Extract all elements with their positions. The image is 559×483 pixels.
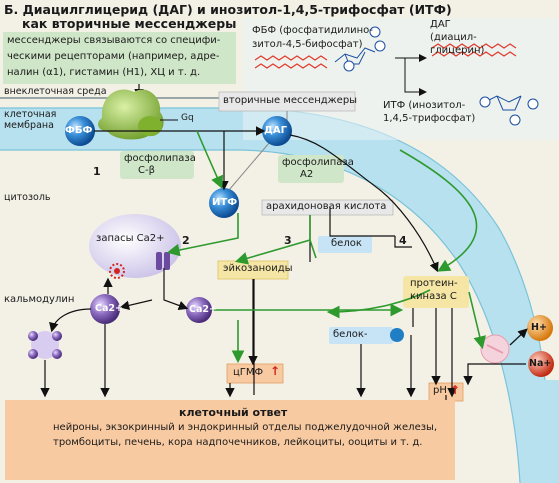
info-line2: ческими рецепторами (например, адре-: [7, 51, 220, 62]
gq-label: Gq: [181, 113, 194, 123]
ip3-label-1: ИТФ (инозитол-: [383, 100, 466, 111]
dag-label-1: ДАГ: [430, 19, 451, 30]
dag-label-2: (диацил-: [430, 32, 477, 43]
info-line3: налин (α1), гистамин (H1), ХЦ и т. д.: [7, 67, 201, 78]
step-number-3: 3: [284, 234, 292, 247]
protein-label: белок: [331, 238, 362, 249]
step-number-4: 4: [399, 234, 407, 247]
dag-label-3: глицерин): [430, 45, 485, 56]
title-line2: как вторичные мессенджеры: [22, 16, 237, 31]
pip2-label-2: зитол-4,5-бифосфат): [252, 39, 363, 50]
response-title: клеточный ответ: [179, 406, 288, 419]
ca-ball-1-label: Ca2+: [95, 303, 123, 314]
dag-ball-label: ДАГ: [264, 125, 288, 136]
plc-label-1: фосфолипаза: [124, 153, 196, 164]
pla2-label-2: А2: [300, 169, 314, 180]
cgmp-label: цГМФ: [233, 367, 264, 378]
cell-membrane: [0, 108, 559, 483]
h-ion-label: H+: [531, 322, 547, 333]
step-number-1: 1: [93, 165, 101, 178]
pkc-label-1: протеин-: [410, 278, 458, 289]
ip3-ball-label: ИТФ: [212, 197, 238, 208]
second-messengers-label: вторичные мессенджеры: [223, 95, 358, 106]
ca-stores-label: запасы Ca2+: [96, 233, 165, 244]
eicosanoids-label: эйкозаноиды: [223, 263, 293, 274]
plc-label-2: С-β: [138, 165, 155, 176]
ph-up-arrow-icon: ↑: [450, 383, 461, 397]
pip2-ball-label: ФБФ: [65, 125, 93, 136]
arachidonic-label: арахидоновая кислота: [266, 201, 387, 212]
extracellular-label: внеклеточная среда: [4, 86, 107, 97]
calmodulin-label: кальмодулин: [4, 294, 75, 305]
pla2-label-1: фосфолипаза: [282, 157, 354, 168]
cytosol-label: цитозоль: [4, 192, 51, 203]
pip2-label-1: ФБФ (фосфатидилино-: [252, 25, 373, 36]
membrane-label-1: клеточная: [4, 109, 57, 120]
response-line-2: тромбоциты, печень, кора надпочечников, …: [53, 437, 423, 448]
na-ion-label: Na+: [529, 358, 552, 369]
ph-label: pH: [433, 385, 447, 396]
cgmp-up-arrow-icon: ↑: [270, 364, 281, 378]
response-line-1: нейроны, экзокринный и эндокринный отдел…: [53, 422, 438, 433]
membrane-label-2: мембрана: [4, 120, 54, 131]
pkc-label-2: киназа С: [410, 291, 457, 302]
ca-ball-2-label: Ca2+: [189, 304, 217, 315]
step-number-2: 2: [182, 234, 190, 247]
title-line1: Б. Диацилглицерид (ДАГ) и инозитол-1,4,5…: [4, 2, 452, 17]
info-line1: мессенджеры связываются со специфи-: [7, 35, 221, 46]
ip3-label-2: 1,4,5-трифосфат): [383, 113, 476, 124]
protein-p-label: белок-: [333, 329, 368, 340]
